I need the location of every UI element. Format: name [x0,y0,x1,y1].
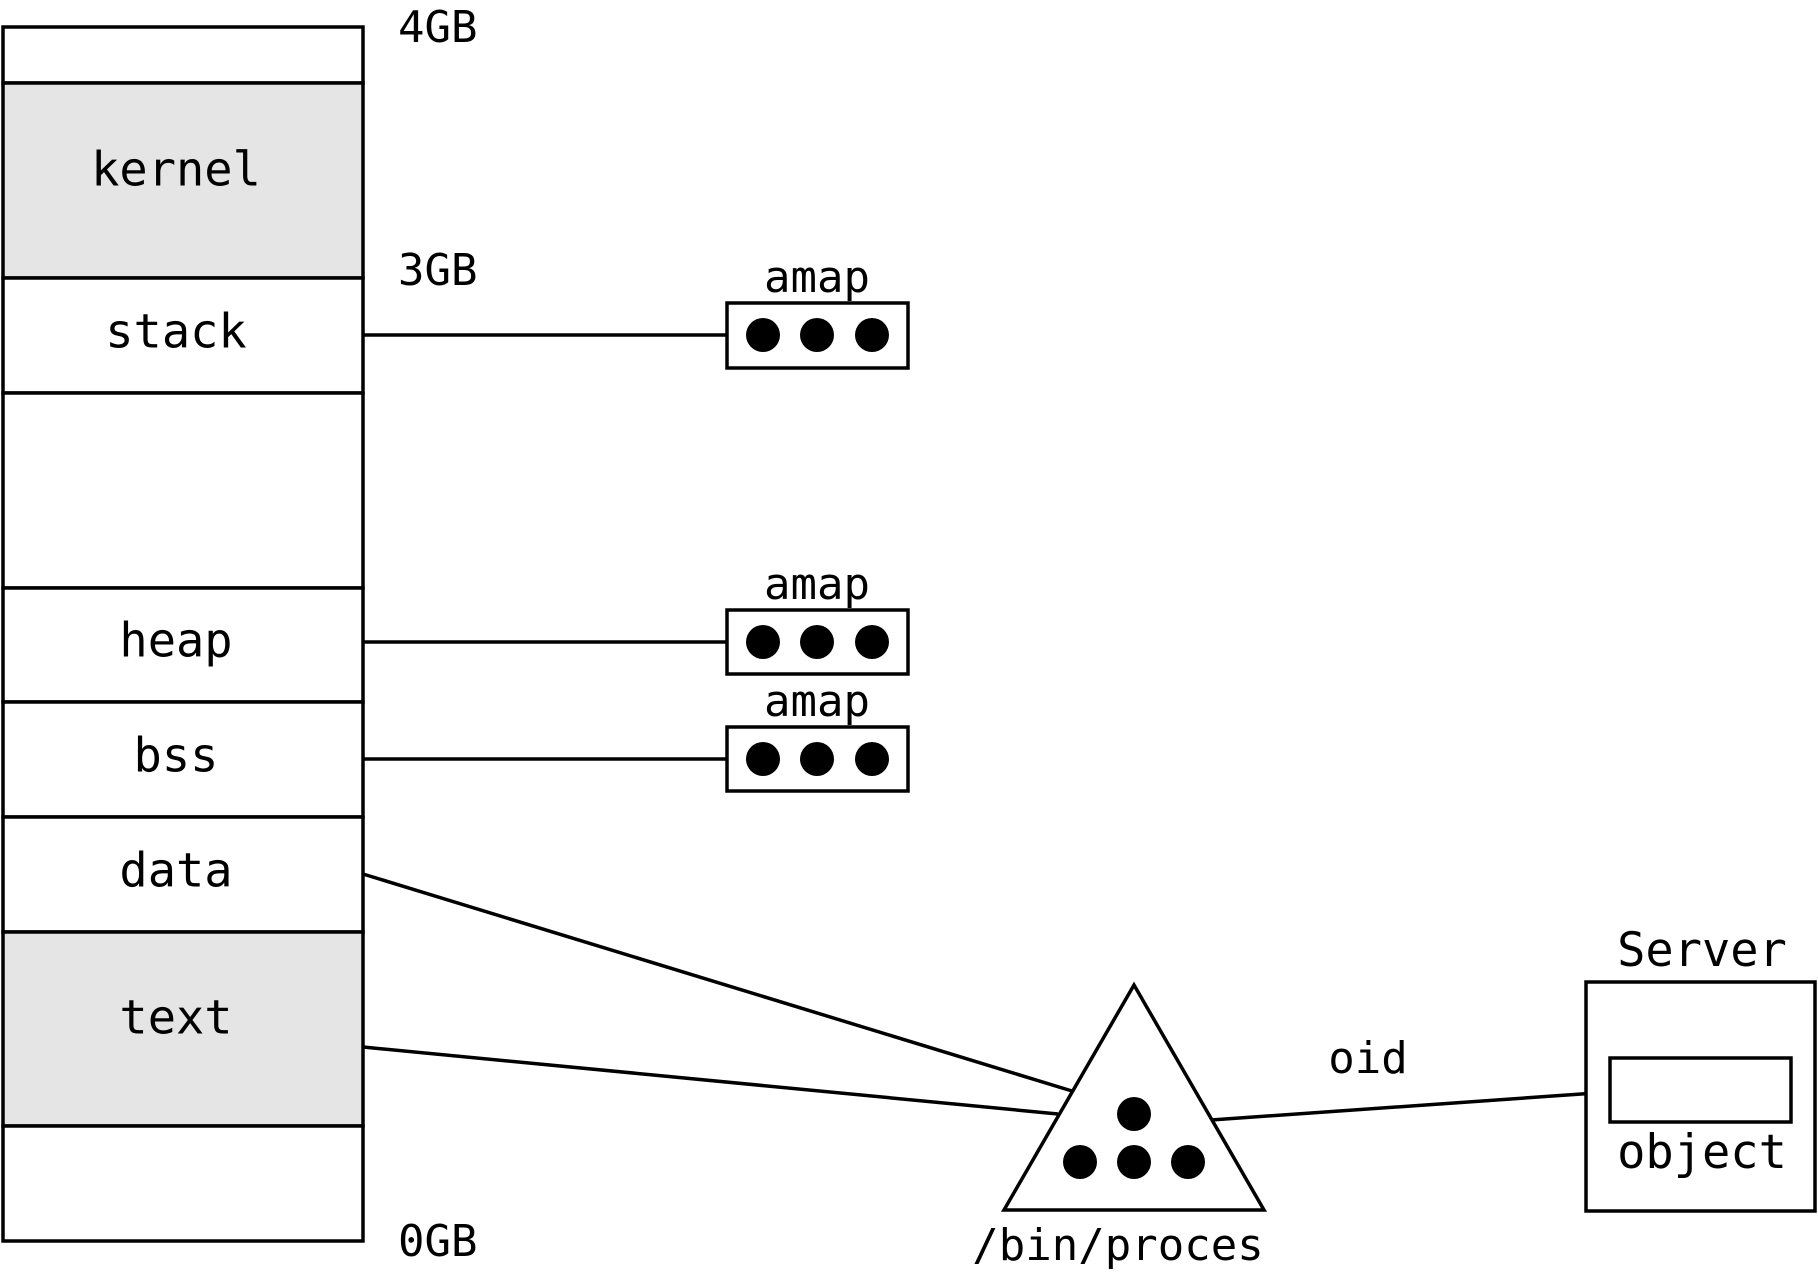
amap-slot-dot [746,742,780,776]
amap-slot-dot [800,742,834,776]
segment-label-kernel: kernel [91,143,261,198]
vnode-page-dot [1117,1097,1151,1131]
amap-slot-dot [746,318,780,352]
address-space-column: kernel stack heap bss data text [1,25,365,1243]
amap-slot-dot [855,318,889,352]
oid-label: oid [1328,1033,1407,1084]
amap-slot-dot [746,625,780,659]
text-vnode-connector [362,1045,1059,1116]
amap-slot-dot [855,625,889,659]
amap-label: amap [764,676,870,727]
segment-label-bss: bss [134,729,219,784]
segment-unmapped-gap [1,391,365,590]
vnode-page-dot [1063,1145,1097,1179]
vnode-triangle: /bin/proces [972,981,1268,1271]
segment-label-text: text [119,991,232,1046]
amap-slot-dot [855,742,889,776]
segment-label-stack: stack [105,305,246,360]
vnode-page-dot [1117,1145,1151,1179]
vnode-page-dot [1171,1145,1205,1179]
amap-stack: amap [725,252,910,370]
oid-connector [1210,1090,1611,1122]
object-label: object [1617,1125,1787,1180]
vnode-label: /bin/proces [972,1220,1263,1271]
segment-text [1,930,365,1128]
address-markers: 4GB 3GB 0GB [398,2,477,1267]
amap-slot-dot [800,625,834,659]
segment-top-gap [1,25,365,85]
amap-label: amap [764,252,870,303]
amap-heap: amap [725,559,910,676]
segment-label-heap: heap [119,614,232,669]
address-label-4gb: 4GB [398,2,477,53]
server-title: Server [1617,923,1787,978]
server-box: Server object [1584,923,1817,1213]
segment-kernel [1,81,365,280]
amap-slot-dot [800,318,834,352]
segment-label-data: data [119,844,232,899]
amap-label: amap [764,559,870,610]
address-label-3gb: 3GB [398,245,477,296]
segment-heap [1,586,365,704]
data-vnode-connector [362,872,1073,1093]
segment-bottom-gap [1,1124,365,1243]
segment-stack [1,276,365,395]
address-label-0gb: 0GB [398,1216,477,1267]
object-box [1608,1056,1793,1124]
amap-bss: amap [725,676,910,793]
